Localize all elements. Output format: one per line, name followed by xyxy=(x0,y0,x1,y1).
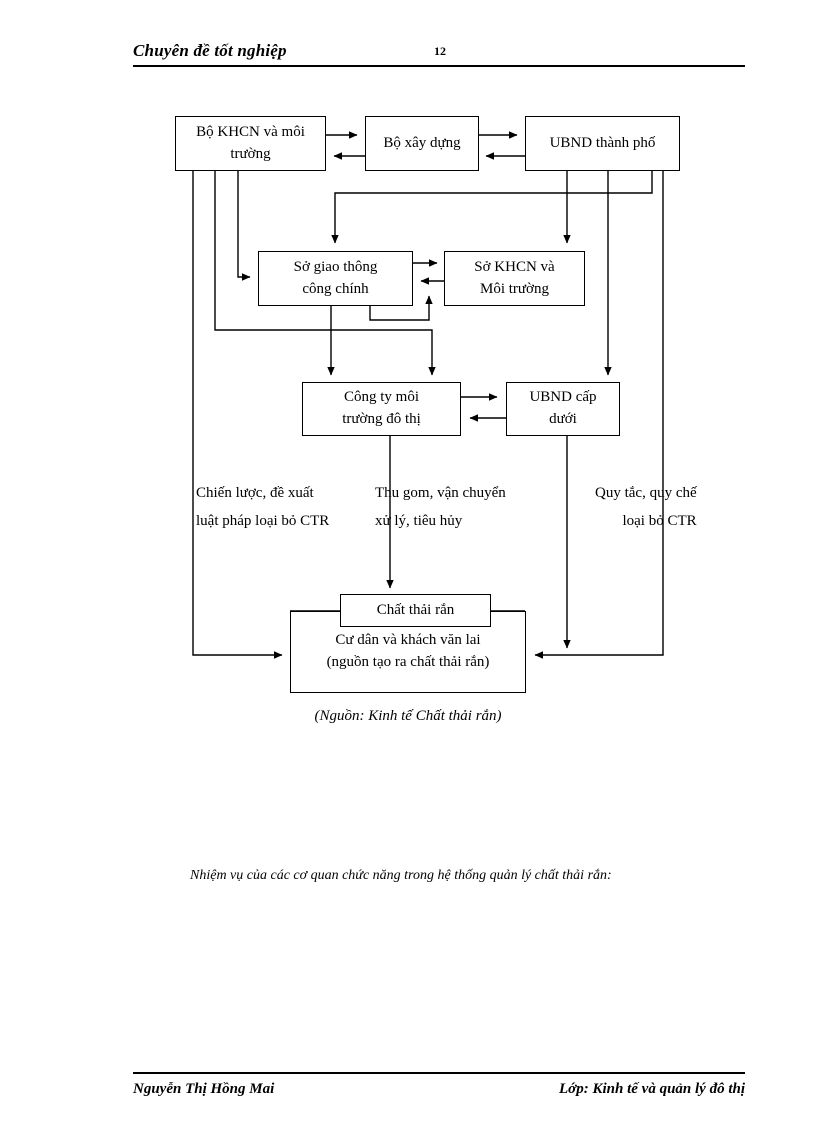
header-rule xyxy=(133,65,745,67)
figure-caption: (Nguồn: Kinh tế Chất thải rắn) xyxy=(314,708,502,724)
node-ubnd-thanh-pho[interactable]: UBND thành phố xyxy=(525,116,680,171)
node-cu-dan-line-1: Cư dân và khách văn lai xyxy=(335,632,481,649)
page-header: Chuyên đề tốt nghiệp 12 xyxy=(133,41,745,69)
edge-label-left: Chiến lược, đề xuất luật pháp loại bỏ CT… xyxy=(196,480,329,536)
edge-label-middle: Thu gom, vận chuyển xử lý, tiêu hủy xyxy=(375,480,506,536)
footer-rule xyxy=(133,1072,745,1074)
edge-label-right: Quy tắc, quy chế loại bỏ CTR xyxy=(595,480,697,536)
node-so-giao-thong-cong-chinh[interactable]: Sở giao thông công chính xyxy=(258,251,413,306)
edge-label-left-line-2: luật pháp loại bỏ CTR xyxy=(196,512,330,529)
edge-label-left-line-1: Chiến lược, đề xuất xyxy=(196,485,314,501)
node-so-giao-thong-line-1: Sở giao thông xyxy=(293,258,378,275)
node-bo-khcn-line-1: Bộ KHCN và môi xyxy=(196,123,305,140)
edge-label-right-line-1: Quy tắc, quy chế xyxy=(595,485,697,501)
footer-author: Nguyễn Thị Hồng Mai xyxy=(133,1081,275,1097)
edge-label-middle-line-2: xử lý, tiêu hủy xyxy=(375,512,463,529)
body-paragraph: Nhiệm vụ của các cơ quan chức năng trong… xyxy=(190,868,612,883)
node-so-khcn-va-moi-truong[interactable]: Sở KHCN và Môi trường xyxy=(444,251,585,306)
node-chat-thai-ran-line-1: Chất thải rắn xyxy=(376,601,455,618)
node-cu-dan-line-2: (nguồn tạo ra chất thải rắn) xyxy=(326,654,490,670)
node-ubnd-cap-duoi-line-2: dưới xyxy=(549,411,577,427)
node-bo-khcn-va-moi-truong[interactable]: Bộ KHCN và môi trường xyxy=(175,116,326,171)
node-cong-ty-line-2: trường đô thị xyxy=(342,411,421,427)
node-cong-ty-line-1: Công ty môi xyxy=(343,389,419,406)
node-ubnd-cap-duoi[interactable]: UBND cấp dưới xyxy=(506,382,620,436)
node-bo-khcn-line-2: trường xyxy=(230,145,271,162)
node-so-khcn-line-2: Môi trường xyxy=(480,280,549,297)
node-chat-thai-ran[interactable]: Chất thải rắn xyxy=(340,594,491,627)
node-ubnd-cap-duoi-line-1: UBND cấp xyxy=(529,389,597,406)
node-bo-xay-dung[interactable]: Bộ xây dựng xyxy=(365,116,479,171)
organization-flow-diagram: Bộ KHCN và môi trường Bộ xây dựng UBND t… xyxy=(175,116,697,724)
node-ubnd-thanh-pho-line-1: UBND thành phố xyxy=(549,134,656,151)
page-footer: Nguyễn Thị Hồng Mai Lớp: Kinh tế và quản… xyxy=(133,1072,745,1102)
node-so-khcn-line-1: Sở KHCN và xyxy=(474,258,555,275)
footer-class: Lớp: Kinh tế và quản lý đô thị xyxy=(559,1081,745,1097)
node-cong-ty-moi-truong-do-thi[interactable]: Công ty môi trường đô thị xyxy=(302,382,461,436)
page-bottom-edge xyxy=(0,1112,816,1123)
header-title: Chuyên đề tốt nghiệp xyxy=(133,41,287,60)
edge-label-middle-line-1: Thu gom, vận chuyển xyxy=(375,485,506,501)
page-number: 12 xyxy=(434,44,446,58)
edge-label-right-line-2: loại bỏ CTR xyxy=(622,512,697,529)
node-bo-xay-dung-line-1: Bộ xây dựng xyxy=(383,134,461,151)
node-so-giao-thong-line-2: công chính xyxy=(302,280,369,297)
